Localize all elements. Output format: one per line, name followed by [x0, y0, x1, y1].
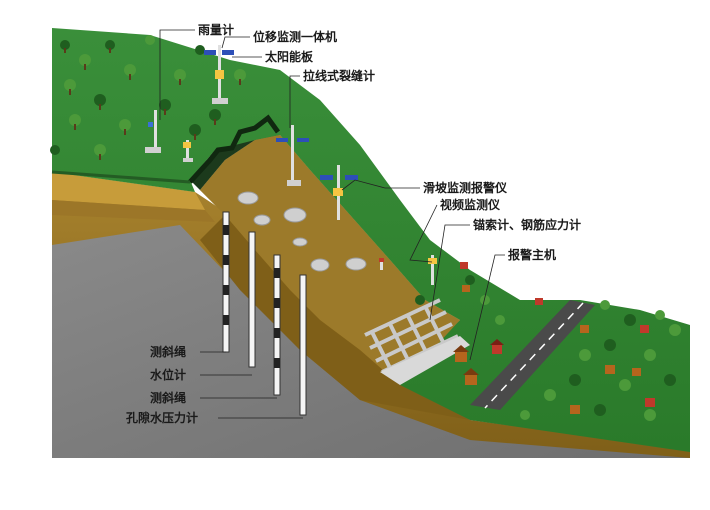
leader-lines	[159, 29, 505, 419]
sensor-device-small	[183, 140, 193, 162]
road-center-line	[484, 302, 584, 409]
crack-meter-device	[276, 125, 309, 186]
video-monitor-device	[428, 255, 437, 285]
displacement-unit-device	[204, 45, 234, 104]
rain-gauge-device	[145, 110, 161, 153]
trees-plateau	[50, 35, 246, 160]
label-crack-meter: 拉线式裂缝计	[303, 68, 375, 83]
alarm-marker	[379, 258, 384, 270]
hill-edge	[51, 170, 191, 184]
label-inclinometer-1: 测斜绳	[150, 344, 186, 359]
label-inclinometer-2: 测斜绳	[150, 390, 186, 405]
label-rain-gauge: 雨量计	[198, 22, 234, 37]
houses	[453, 262, 655, 414]
soil-edge	[52, 172, 205, 210]
label-pore-pressure: 孔隙水压力计	[126, 410, 198, 425]
label-water-level: 水位计	[150, 367, 186, 382]
landslide-lower-soil	[200, 215, 470, 420]
label-video-monitor: 视频监测仪	[440, 197, 501, 212]
soil-edge-2	[52, 200, 215, 222]
retaining-wall-base	[380, 336, 470, 385]
borehole-4	[299, 274, 307, 416]
trees-village	[415, 275, 681, 421]
bedrock-layer	[52, 215, 690, 458]
borehole-1	[222, 211, 230, 353]
label-landslide-alarm: 滑坡监测报警仪	[423, 180, 508, 195]
label-alarm-host: 报警主机	[508, 247, 556, 262]
boulders	[237, 191, 367, 272]
crack-line	[188, 114, 281, 184]
label-displacement-unit: 位移监测一体机	[253, 29, 337, 44]
borehole-2	[248, 231, 256, 368]
retaining-grid	[364, 298, 459, 374]
borehole-3	[273, 254, 281, 396]
landslide-alarm-device	[320, 165, 358, 220]
road	[470, 300, 595, 410]
label-anchor-meter: 锚索计、钢筋应力计	[473, 217, 581, 232]
label-solar-panel: 太阳能板	[265, 49, 314, 64]
